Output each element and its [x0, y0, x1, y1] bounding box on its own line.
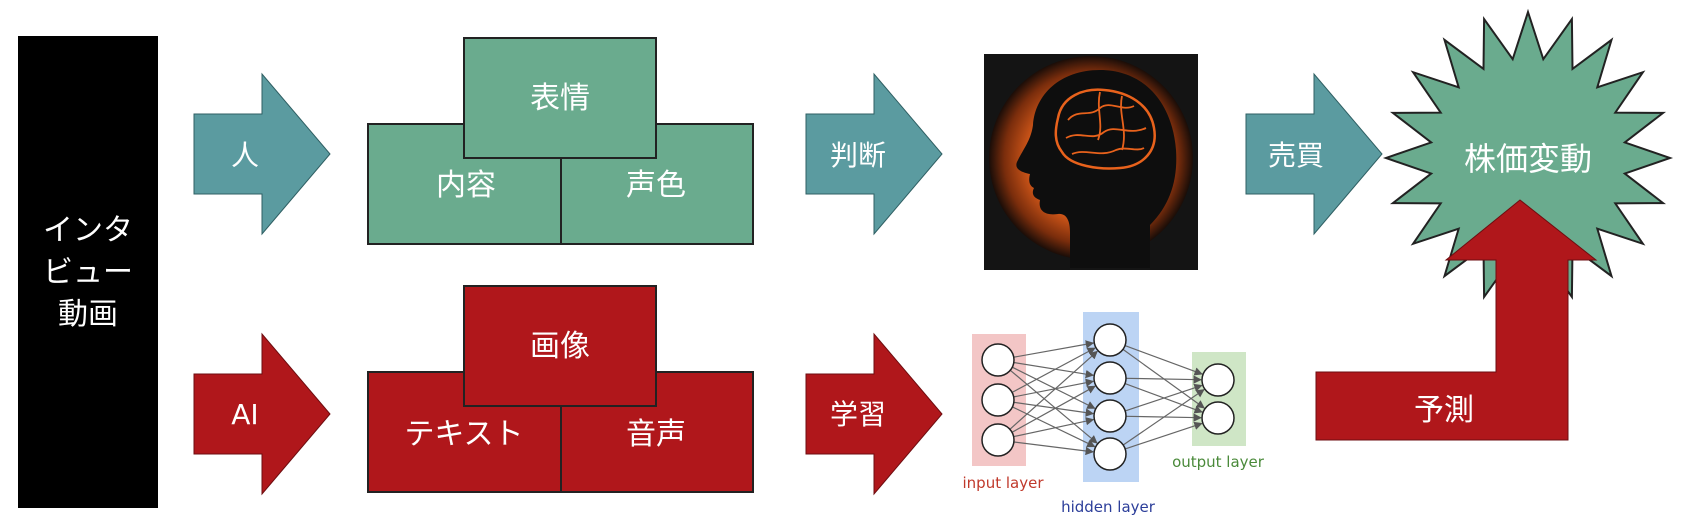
input-node [981, 343, 1015, 377]
network-edge [1011, 347, 1096, 393]
hidden-node [1093, 437, 1127, 471]
learn-arrow [805, 332, 943, 496]
source-line-2: ビュー [43, 255, 133, 290]
neural-network-icon: input layer hidden layer output layer [963, 312, 1265, 516]
network-edge [1013, 378, 1095, 398]
trade-arrow-label: 売買 [1268, 139, 1324, 172]
predict-arrow-label: 予測 [1414, 393, 1474, 428]
block-expression-label: 表情 [530, 81, 590, 116]
output-node [1201, 401, 1235, 435]
hidden-layer-label: hidden layer [1061, 498, 1156, 516]
network-edge [1012, 366, 1096, 409]
brain-head-icon [984, 54, 1198, 270]
input-node [981, 423, 1015, 457]
hidden-node [1093, 323, 1127, 357]
trade-arrow [1245, 72, 1383, 236]
network-edge [1009, 350, 1098, 430]
input-layer-label: input layer [963, 474, 1045, 492]
network-edge [1124, 345, 1203, 376]
network-edge [1122, 389, 1205, 446]
source-line-3: 動画 [58, 297, 118, 332]
block-audio-label: 音声 [626, 417, 686, 452]
judge-arrow-label: 判断 [830, 139, 886, 172]
source-line-1: インタ [43, 213, 133, 248]
output-layer-label: output layer [1172, 453, 1265, 471]
input-node [981, 383, 1015, 417]
predict-arrow-shape [1315, 199, 1598, 441]
block-expression [463, 37, 657, 159]
network-edge [1125, 375, 1202, 384]
network-edge [1011, 385, 1096, 433]
interview-video-box [18, 36, 158, 508]
block-content-label: 内容 [436, 168, 496, 203]
block-text-label: テキスト [404, 417, 523, 452]
human-arrow-label: 人 [231, 139, 259, 172]
hidden-node [1093, 399, 1127, 433]
network-edge [1013, 361, 1095, 379]
network-edge [1009, 369, 1098, 444]
output-node [1201, 363, 1235, 397]
block-image [463, 285, 657, 407]
network-edge [1013, 441, 1094, 456]
network-edge [1013, 417, 1095, 438]
ai-arrow-label: AI [231, 398, 258, 431]
network-edge [1013, 401, 1095, 417]
block-voice-tone-label: 声色 [626, 168, 686, 203]
judge-arrow [805, 72, 943, 236]
block-image-label: 画像 [530, 329, 590, 364]
network-edge [1013, 340, 1095, 358]
network-edge [1125, 383, 1203, 412]
learn-arrow-label: 学習 [830, 398, 886, 431]
hidden-node [1093, 361, 1127, 395]
network-edge [1012, 406, 1096, 448]
network-edge [1125, 421, 1203, 450]
stock-change-label: 株価変動 [1464, 140, 1592, 178]
ai-arrow [193, 332, 331, 496]
human-arrow [193, 72, 331, 236]
